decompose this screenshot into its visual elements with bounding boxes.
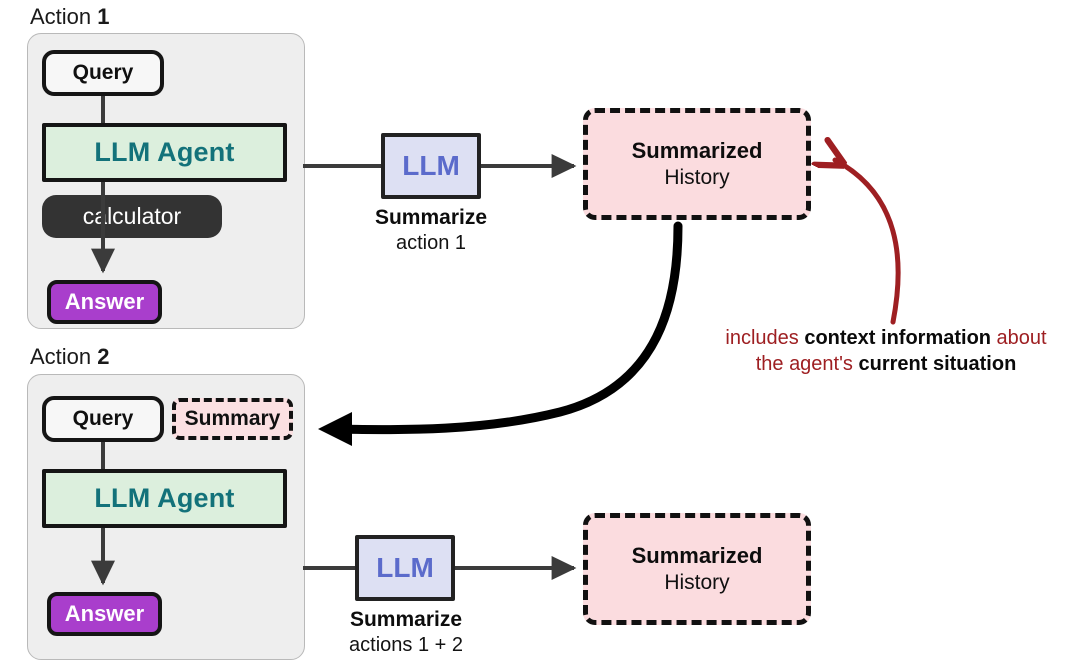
annotation-l1-p2: about	[991, 327, 1047, 349]
section-caption-number-1: 1	[97, 4, 110, 29]
summarized-history-title-2: Summarized	[631, 542, 763, 568]
answer-label-1: Answer	[64, 289, 145, 315]
query-label-2: Query	[72, 406, 134, 430]
tool-box-calculator[interactable]: calculator	[42, 195, 222, 238]
answer-box-2[interactable]: Answer	[47, 592, 162, 636]
llm-caption-bold-2: Summarize	[349, 608, 463, 631]
summary-chip-box[interactable]: Summary	[172, 398, 293, 440]
section-caption-action-1: Action 1	[30, 4, 110, 30]
summarized-history-title-1: Summarized	[631, 137, 763, 163]
annotation-l2-bold: current situation	[858, 352, 1017, 375]
llm-box-1[interactable]: LLM	[381, 133, 481, 199]
llm-caption-bold-1: Summarize	[374, 206, 488, 229]
llm-agent-label-2: LLM Agent	[94, 482, 235, 513]
llm-caption-sub-1: action 1	[395, 231, 467, 254]
llm-agent-box-2[interactable]: LLM Agent	[42, 469, 287, 528]
summarized-history-sub-2: History	[664, 571, 730, 595]
llm-label-2: LLM	[376, 551, 434, 583]
section-caption-number-2: 2	[97, 344, 110, 369]
query-box-1[interactable]: Query	[42, 50, 164, 96]
annotation-line-2: the agent's current situation	[700, 352, 1072, 378]
llm-label-1: LLM	[402, 149, 460, 181]
query-box-2[interactable]: Query	[42, 396, 164, 442]
llm-box-2[interactable]: LLM	[355, 535, 455, 601]
llm-caption-2: Summarize actions 1 + 2	[325, 607, 487, 657]
annotation-l1-bold: context information	[804, 327, 991, 349]
llm-agent-label-1: LLM Agent	[94, 136, 235, 167]
annotation-l2-p1: the agent's	[755, 352, 859, 375]
summarized-history-sub-1: History	[664, 166, 730, 190]
section-caption-prefix-1: Action	[30, 4, 98, 29]
summary-chip-label: Summary	[184, 406, 281, 430]
annotation-arrow-red	[835, 160, 901, 325]
annotation-line-1: includes context information about	[700, 326, 1072, 352]
answer-label-2: Answer	[64, 601, 145, 627]
summarized-history-box-1: Summarized History	[583, 108, 811, 220]
llm-agent-box-1[interactable]: LLM Agent	[42, 123, 287, 182]
answer-box-1[interactable]: Answer	[47, 280, 162, 324]
query-label-1: Query	[72, 60, 134, 84]
section-caption-action-2: Action 2	[30, 344, 110, 370]
llm-caption-1: Summarize action 1	[351, 205, 511, 255]
summarized-history-box-2: Summarized History	[583, 513, 811, 625]
annotation-context-note: includes context information about the a…	[700, 326, 1072, 377]
annotation-l1-p1: includes	[725, 327, 805, 349]
wire-history-to-summary-feedback	[325, 221, 683, 435]
section-caption-prefix-2: Action	[30, 344, 98, 369]
tool-label-calculator: calculator	[82, 203, 182, 230]
llm-caption-sub-2: actions 1 + 2	[349, 633, 463, 656]
arrowhead-history-to-summary	[318, 412, 352, 446]
